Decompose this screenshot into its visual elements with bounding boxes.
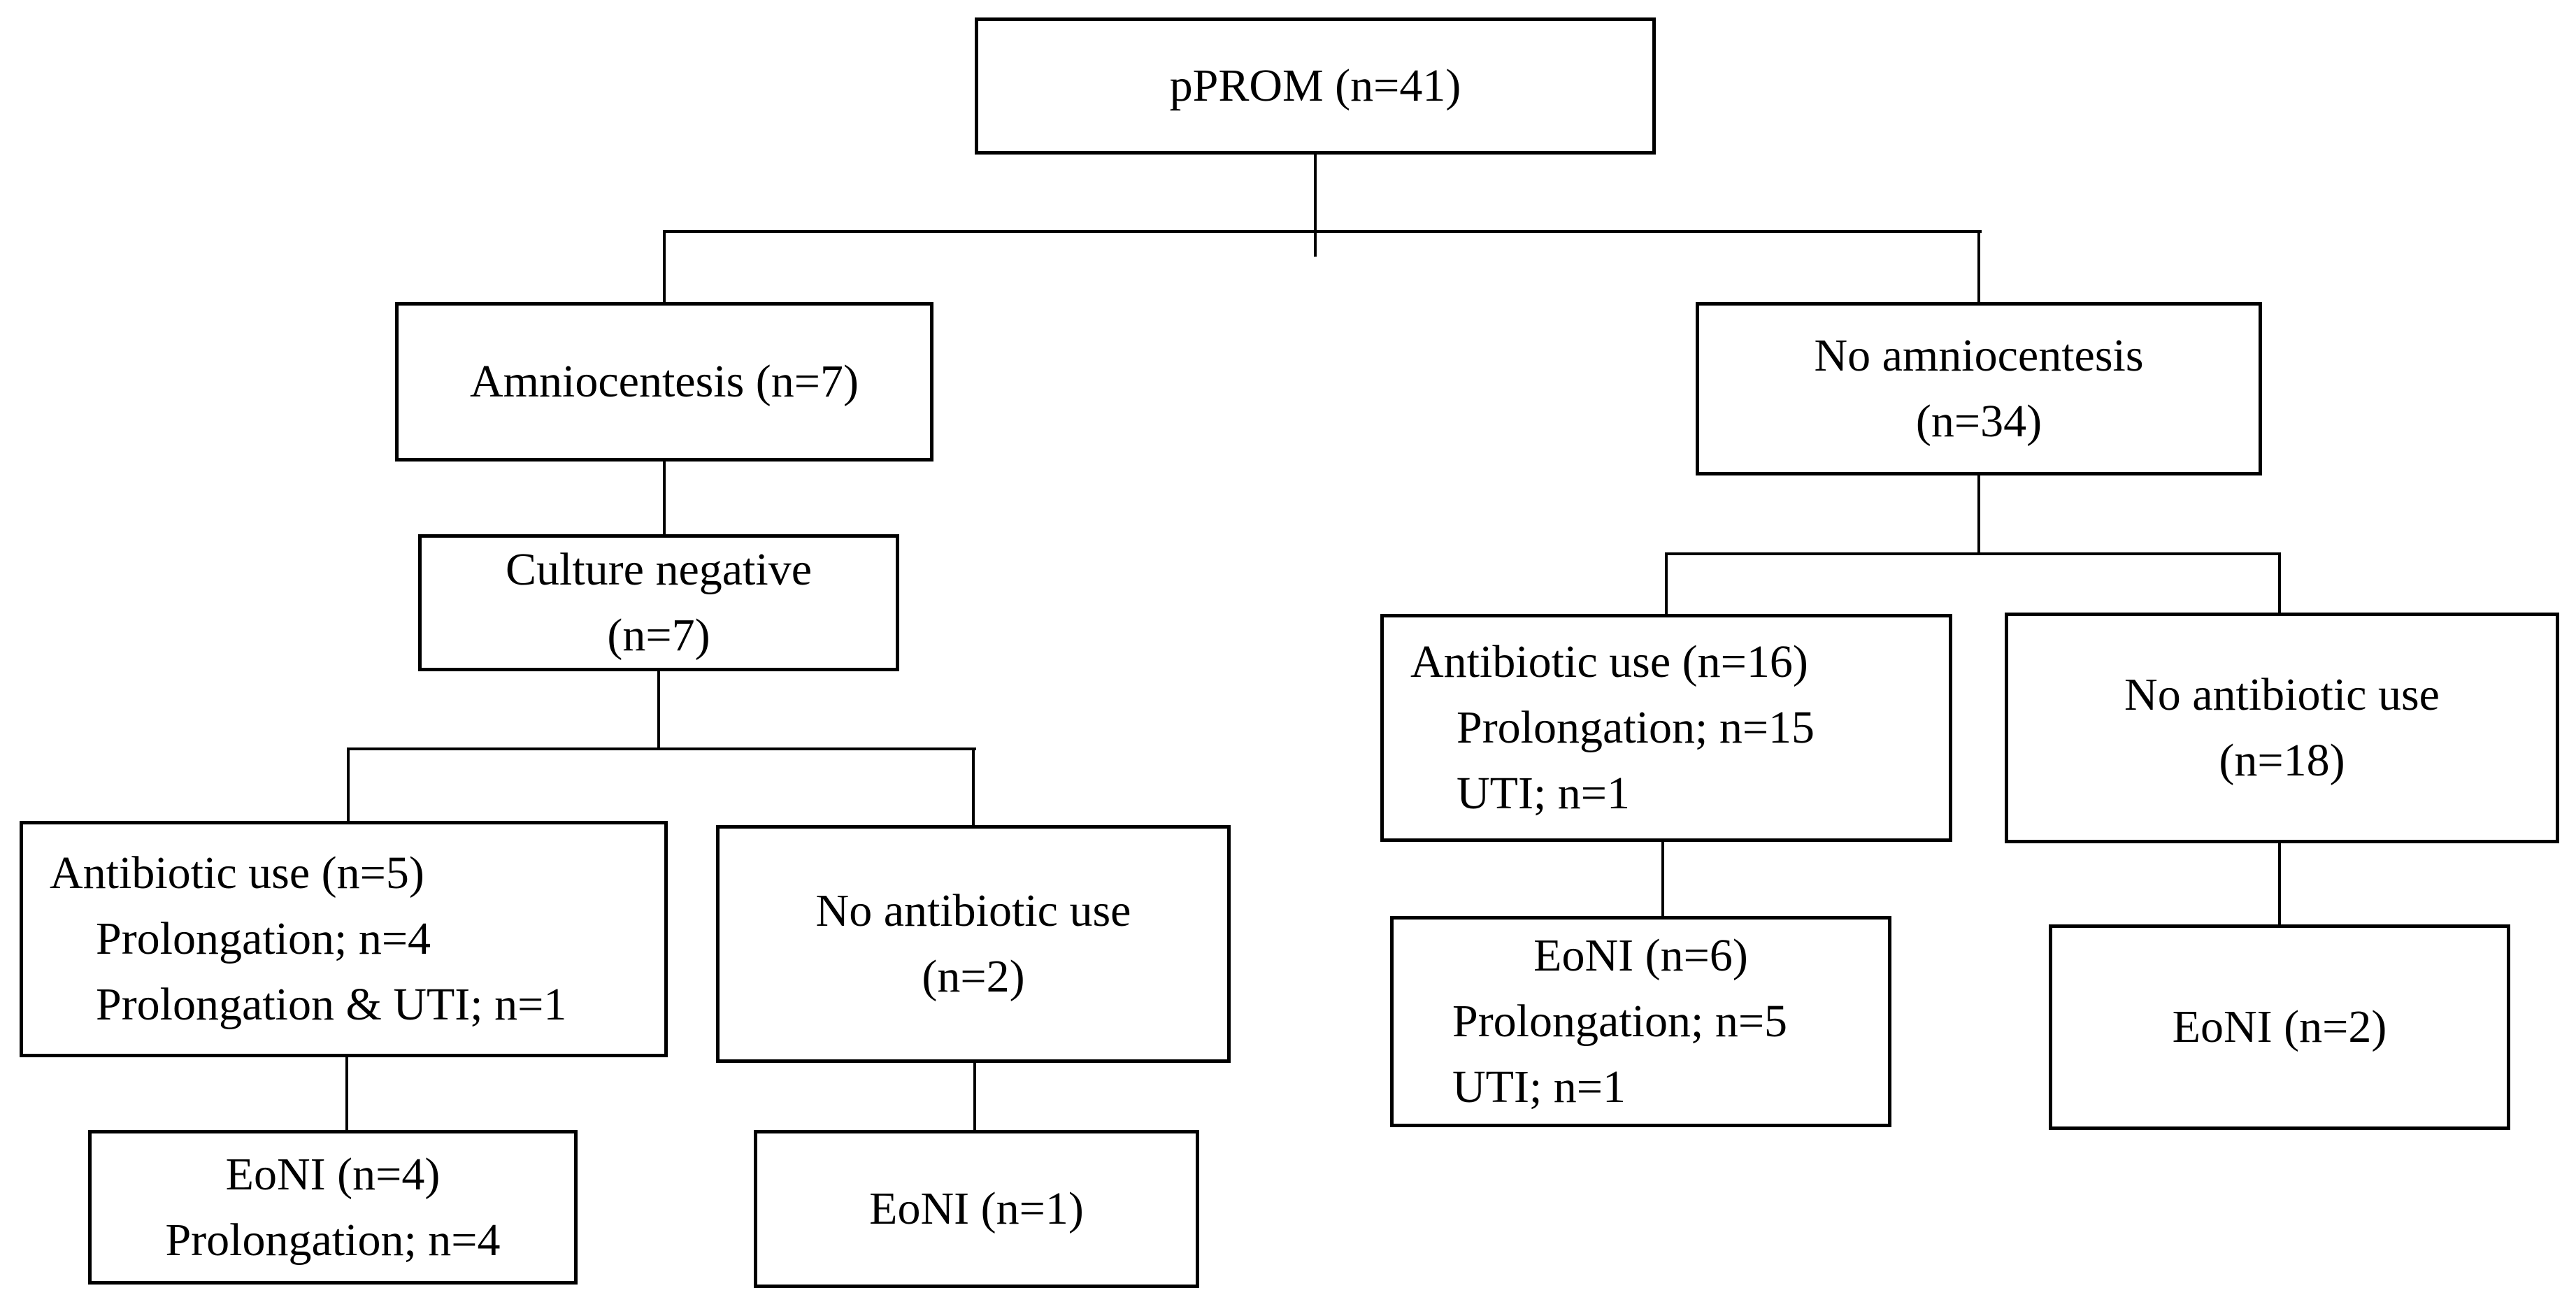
node-antibiotic-use-16-line1: Antibiotic use (n=16) [1410,636,1808,688]
node-culture-negative: Culture negative (n=7) [418,534,899,671]
node-no-amniocentesis: No amniocentesis (n=34) [1696,302,2262,475]
node-antibiotic-use-5-line3: Prolongation & UTI; n=1 [96,978,567,1030]
connector-to-no-antibiotic-2 [972,750,975,825]
node-culture-negative-line2: (n=7) [607,610,710,661]
node-no-amniocentesis-line2: (n=34) [1915,396,2042,447]
connector-to-eoni-2 [2278,843,2281,924]
connector-to-amniocentesis [663,233,666,302]
connector-left-split-horizontal [347,747,976,750]
node-amniocentesis-text: Amniocentesis (n=7) [470,356,859,408]
node-amniocentesis: Amniocentesis (n=7) [395,302,933,462]
connector-amnio-to-culture [663,462,666,534]
node-eoni-1: EoNI (n=1) [754,1130,1199,1288]
connector-to-antibiotic-16 [1665,555,1668,614]
connector-to-eoni-6 [1661,842,1664,916]
connector-to-eoni-4 [345,1057,348,1130]
node-eoni-6-line2: Prolongation; n=5 [1452,996,1788,1047]
node-pprom: pPROM (n=41) [975,17,1656,155]
node-eoni-4-line1: EoNI (n=4) [225,1148,441,1200]
node-antibiotic-use-16: Antibiotic use (n=16) Prolongation; n=15… [1380,614,1952,842]
node-culture-negative-line1: Culture negative [505,544,813,596]
connector-pprom-down [1314,155,1317,233]
connector-to-antibiotic-5 [347,750,350,821]
connector-to-no-antibiotic-18 [2278,555,2281,613]
node-no-antibiotic-use-2: No antibiotic use (n=2) [716,825,1231,1063]
connector-pprom-stub [1314,233,1317,257]
node-no-antibiotic-use-18-line2: (n=18) [2219,735,2345,786]
node-eoni-4-line2: Prolongation; n=4 [165,1214,501,1266]
node-antibiotic-use-5-line2: Prolongation; n=4 [96,913,431,965]
node-no-antibiotic-use-18-line1: No antibiotic use [2124,669,2440,721]
node-no-antibiotic-use-2-line1: No antibiotic use [815,885,1131,937]
node-no-antibiotic-use-2-line2: (n=2) [922,951,1025,1002]
node-antibiotic-use-5: Antibiotic use (n=5) Prolongation; n=4 P… [20,821,668,1057]
connector-to-eoni-1 [973,1063,976,1130]
node-eoni-6-line1: EoNI (n=6) [1533,930,1748,982]
node-eoni-4: EoNI (n=4) Prolongation; n=4 [88,1130,578,1285]
node-eoni-6-line3: UTI; n=1 [1452,1061,1626,1113]
connector-to-no-amniocentesis [1977,233,1980,302]
node-eoni-2-text: EoNI (n=2) [2172,1001,2387,1053]
node-pprom-text: pPROM (n=41) [1169,60,1461,112]
node-antibiotic-use-5-line1: Antibiotic use (n=5) [50,847,424,899]
connector-level1-horizontal [663,230,1982,233]
connector-culture-down [657,671,660,750]
connector-no-amnio-down [1977,475,1980,555]
connector-right-split-horizontal [1665,552,2281,555]
node-eoni-6: EoNI (n=6) Prolongation; n=5 UTI; n=1 [1390,916,1891,1127]
node-no-amniocentesis-line1: No amniocentesis [1814,330,2144,382]
node-antibiotic-use-16-line3: UTI; n=1 [1457,767,1631,819]
node-antibiotic-use-16-line2: Prolongation; n=15 [1457,702,1815,754]
node-eoni-1-text: EoNI (n=1) [869,1183,1084,1235]
node-no-antibiotic-use-18: No antibiotic use (n=18) [2005,613,2559,843]
node-eoni-2: EoNI (n=2) [2049,924,2510,1130]
